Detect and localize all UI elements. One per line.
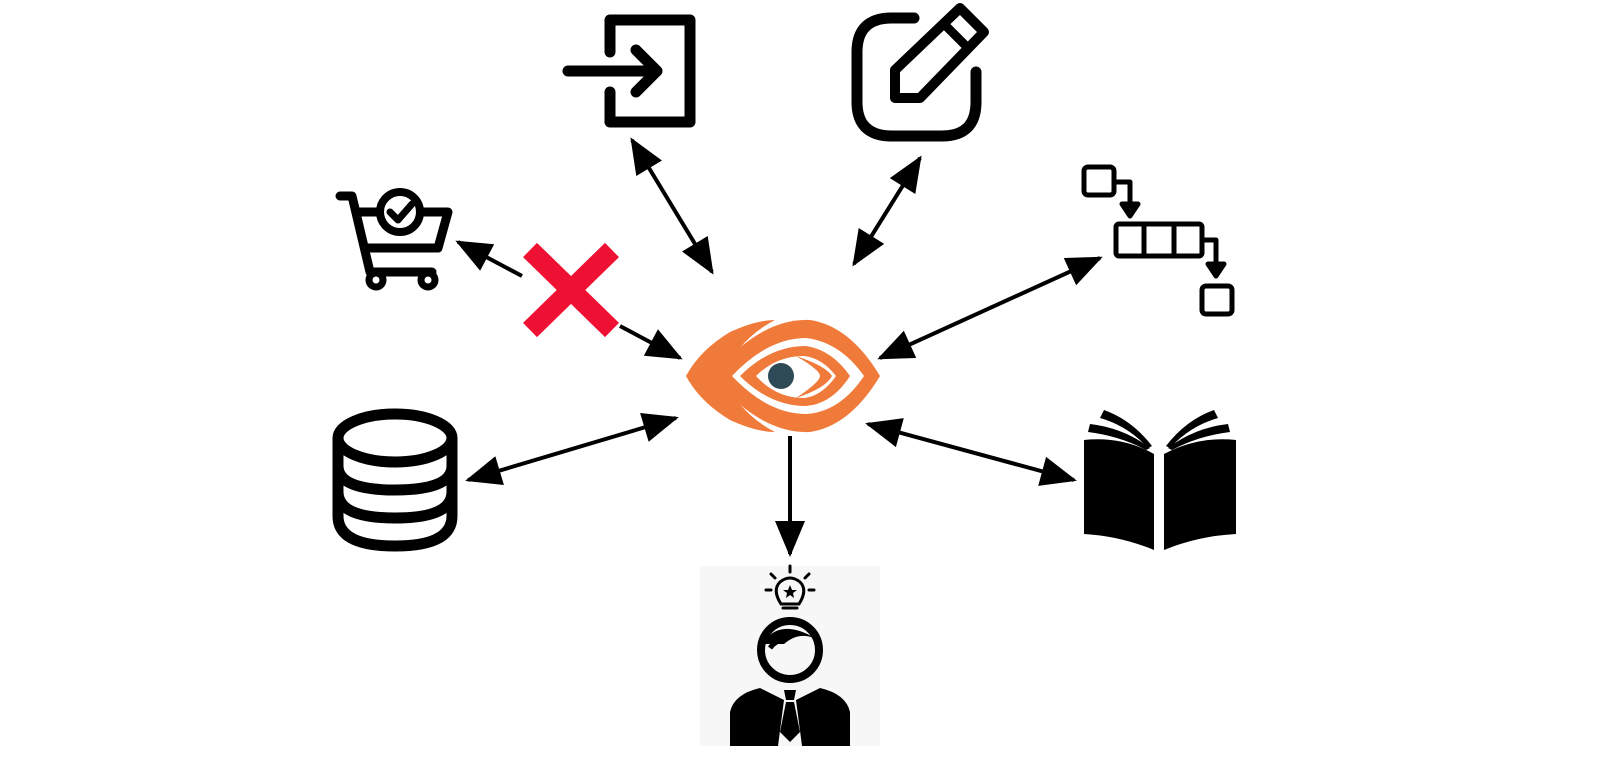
shopping-cart-check-icon bbox=[335, 188, 453, 291]
database-icon bbox=[332, 408, 458, 552]
arrow-book bbox=[865, 418, 1077, 486]
connectors bbox=[455, 137, 1103, 557]
arrow-login bbox=[630, 137, 714, 275]
edit-icon bbox=[851, 3, 989, 142]
arrow-database bbox=[465, 413, 679, 485]
arrow-cart-left bbox=[455, 240, 523, 278]
eye-logo-icon bbox=[686, 319, 880, 433]
red-x-icon bbox=[523, 242, 619, 338]
open-book-icon bbox=[1084, 410, 1236, 550]
arrow-edit bbox=[852, 155, 922, 267]
person-idea-icon bbox=[700, 564, 880, 746]
process-flow-icon bbox=[1081, 164, 1235, 317]
arrow-cart-right bbox=[619, 324, 683, 360]
arrow-process-flow bbox=[877, 256, 1103, 360]
login-icon bbox=[562, 14, 696, 128]
